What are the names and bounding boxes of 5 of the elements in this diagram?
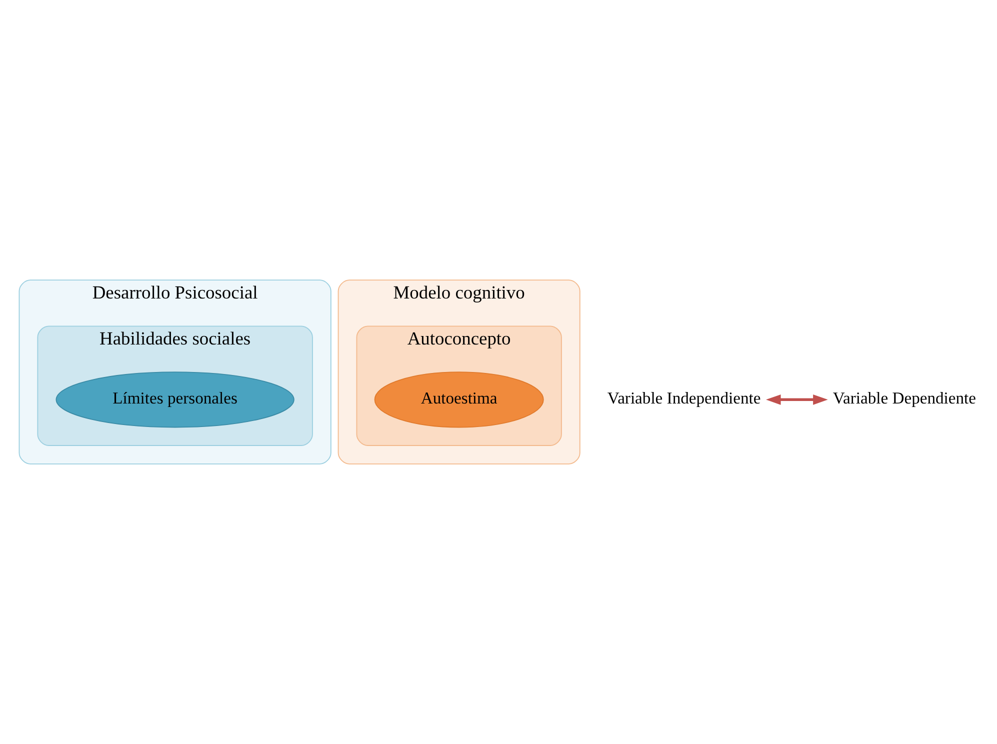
- node-text: Variable Dependiente: [832, 388, 976, 408]
- node-text: Variable Independiente: [607, 388, 761, 408]
- node-ellipse: Autoestima: [374, 372, 544, 428]
- node-ellipse: Límites personales: [56, 372, 294, 428]
- arrow: [766, 394, 828, 405]
